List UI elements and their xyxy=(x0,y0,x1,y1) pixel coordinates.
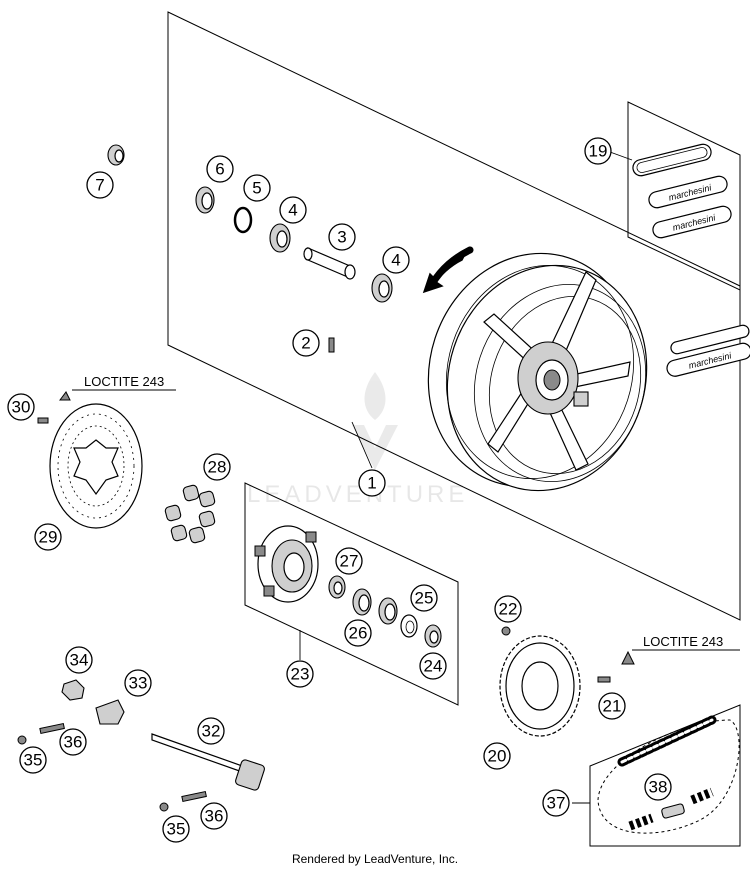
rim-decals: marchesini marchesini marchesini xyxy=(632,143,750,377)
callout-32: 32 xyxy=(197,717,225,745)
svg-text:22: 22 xyxy=(499,600,518,619)
decal-frame xyxy=(627,101,741,291)
wheel-assembly-frame xyxy=(167,11,741,621)
callout-29: 29 xyxy=(34,523,62,551)
disc-bolt xyxy=(37,391,71,424)
callout-28: 28 xyxy=(203,453,231,481)
callout-35: 35 xyxy=(162,815,190,843)
callout-2: 2 xyxy=(292,329,320,357)
callout-4: 4 xyxy=(279,196,307,224)
svg-text:5: 5 xyxy=(252,179,261,198)
callout-6: 6 xyxy=(206,155,234,183)
svg-text:4: 4 xyxy=(391,251,400,270)
svg-text:23: 23 xyxy=(291,665,310,684)
chain-adjuster xyxy=(95,699,125,725)
sprocket-hub xyxy=(254,525,319,603)
svg-text:27: 27 xyxy=(340,552,359,571)
callout-38: 38 xyxy=(644,773,672,801)
svg-text:21: 21 xyxy=(603,697,622,716)
callout-33: 33 xyxy=(124,669,152,697)
callout-3: 3 xyxy=(328,223,356,251)
brake-disc xyxy=(49,403,143,529)
callout-37: 37 xyxy=(542,789,570,817)
rear-wheel xyxy=(427,252,648,492)
callout-25: 25 xyxy=(410,584,438,612)
callout-21: 21 xyxy=(598,692,626,720)
callout-26: 26 xyxy=(344,619,372,647)
svg-text:35: 35 xyxy=(167,820,186,839)
svg-text:29: 29 xyxy=(39,528,58,547)
callout-1: 1 xyxy=(358,469,386,497)
svg-text:32: 32 xyxy=(202,722,221,741)
callout-7: 7 xyxy=(86,171,114,199)
callout-35: 35 xyxy=(19,746,47,774)
watermark-logo xyxy=(352,372,398,470)
callout-34: 34 xyxy=(65,646,93,674)
watermark-text: LEADVENTURE xyxy=(247,481,468,508)
callout-20: 20 xyxy=(483,742,511,770)
svg-text:7: 7 xyxy=(95,176,104,195)
footer-credit: Rendered by LeadVenture, Inc. xyxy=(291,852,459,866)
axle-small-parts xyxy=(107,144,393,353)
callout-36: 36 xyxy=(200,802,228,830)
drive-chain xyxy=(597,715,740,834)
svg-text:25: 25 xyxy=(415,589,434,608)
callout-4: 4 xyxy=(382,246,410,274)
loctite-right-label: LOCTITE 243 xyxy=(643,634,723,649)
svg-text:38: 38 xyxy=(649,778,668,797)
svg-text:6: 6 xyxy=(215,160,224,179)
callout-leaders xyxy=(351,151,633,804)
rear-axle xyxy=(151,733,265,791)
callout-19: 19 xyxy=(584,137,612,165)
svg-text:37: 37 xyxy=(547,794,566,813)
sprocket-nut xyxy=(501,626,511,636)
callout-23: 23 xyxy=(286,660,314,688)
callout-30: 30 xyxy=(7,393,35,421)
hub-bearings xyxy=(328,575,442,648)
svg-text:28: 28 xyxy=(208,458,227,477)
svg-text:19: 19 xyxy=(589,142,608,161)
svg-text:24: 24 xyxy=(424,657,443,676)
svg-text:33: 33 xyxy=(129,674,148,693)
svg-text:2: 2 xyxy=(301,334,310,353)
svg-text:35: 35 xyxy=(24,751,43,770)
svg-text:30: 30 xyxy=(12,398,31,417)
svg-text:1: 1 xyxy=(367,474,376,493)
callout-24: 24 xyxy=(419,652,447,680)
loctite-left-label: LOCTITE 243 xyxy=(84,374,164,389)
callout-5: 5 xyxy=(243,174,271,202)
svg-text:4: 4 xyxy=(288,201,297,220)
svg-text:26: 26 xyxy=(349,624,368,643)
callout-36: 36 xyxy=(59,728,87,756)
axle-nut xyxy=(61,679,85,701)
hub-frame xyxy=(244,482,459,706)
svg-text:20: 20 xyxy=(488,747,507,766)
svg-text:34: 34 xyxy=(70,651,89,670)
callout-27: 27 xyxy=(335,547,363,575)
svg-text:3: 3 xyxy=(337,228,346,247)
cush-drive-rubbers xyxy=(164,484,216,544)
svg-text:36: 36 xyxy=(64,733,83,752)
svg-text:36: 36 xyxy=(205,807,224,826)
adjuster-screw-nut xyxy=(17,722,207,812)
rear-sprocket xyxy=(499,635,581,737)
callout-22: 22 xyxy=(494,595,522,623)
sprocket-bolt xyxy=(597,650,635,683)
